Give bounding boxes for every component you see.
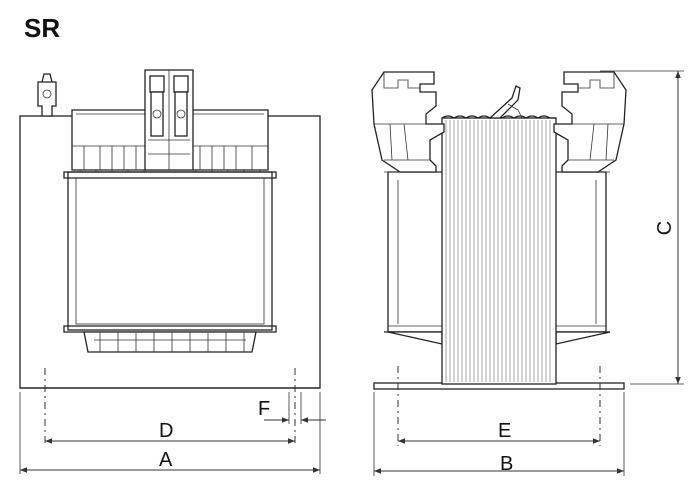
side-lamination-stack <box>441 117 557 385</box>
dim-label-b: B <box>500 453 513 475</box>
side-foot-left <box>387 331 443 345</box>
front-earth-tab <box>37 73 57 117</box>
dim-label-f: F <box>258 398 270 420</box>
front-terminal-block <box>71 69 269 171</box>
side-top-clip <box>488 85 521 119</box>
side-foot-right <box>555 331 611 345</box>
side-lamination-ribs <box>445 120 551 382</box>
dim-label-a: A <box>159 449 173 471</box>
dim-label-c: C <box>654 221 676 235</box>
front-coil <box>67 171 273 331</box>
front-coil-bottom-flange <box>63 325 277 353</box>
diagram-title: SR <box>24 13 60 43</box>
dim-label-d: D <box>159 420 173 442</box>
side-terminal-left <box>371 71 445 173</box>
side-view: E B C <box>371 70 684 476</box>
dim-label-e: E <box>498 420 511 442</box>
front-view: F D A <box>19 69 326 474</box>
side-terminal-right <box>553 71 627 173</box>
